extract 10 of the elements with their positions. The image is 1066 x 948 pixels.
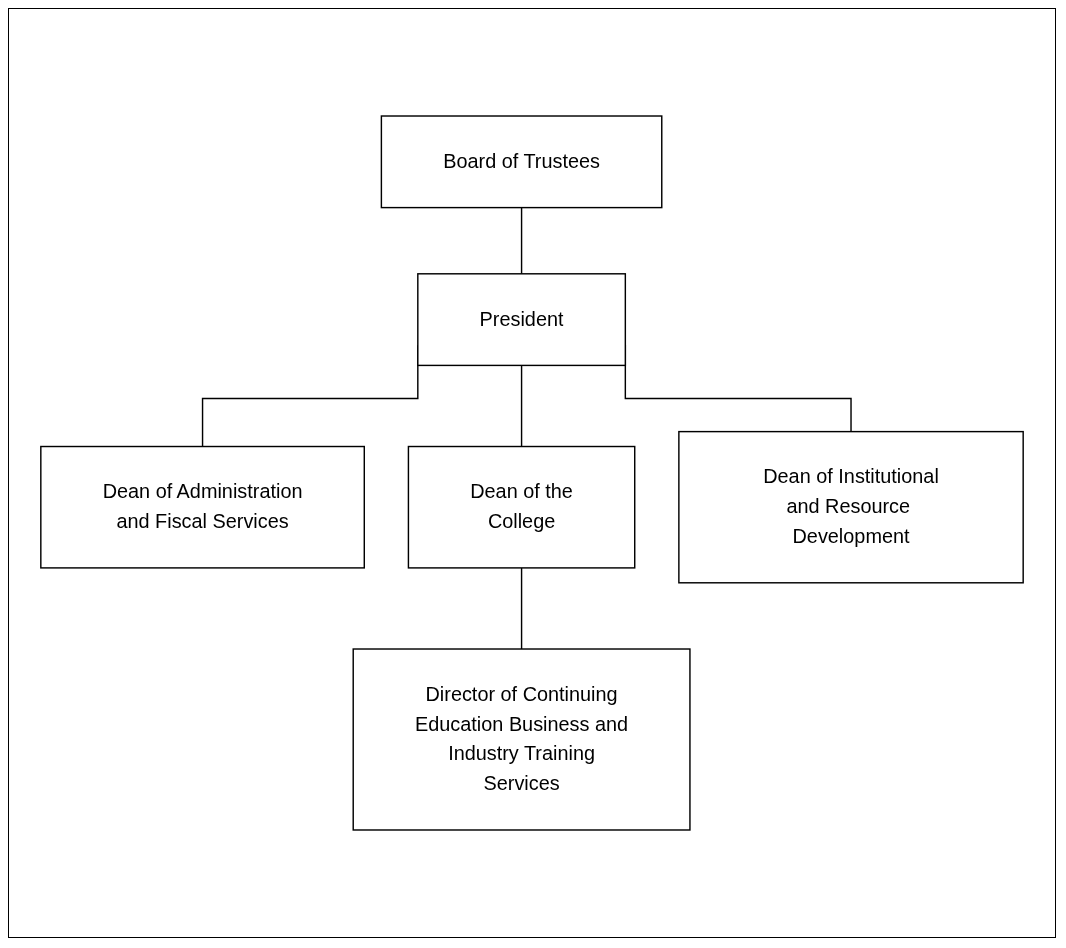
node-box <box>678 430 1024 584</box>
node-box <box>417 273 627 367</box>
node-box <box>407 445 636 569</box>
connector <box>520 567 523 650</box>
connector <box>520 364 523 448</box>
node-box <box>352 648 691 831</box>
node-box <box>380 115 663 209</box>
page-border: Board of Trustees President Dean of Administration and Fiscal Services Dean of the College Dean of Institutional and Resource Development Director of Continuing Education Business and Industry Training Services <box>8 8 1056 938</box>
connector <box>520 206 523 275</box>
node-box <box>40 445 365 569</box>
